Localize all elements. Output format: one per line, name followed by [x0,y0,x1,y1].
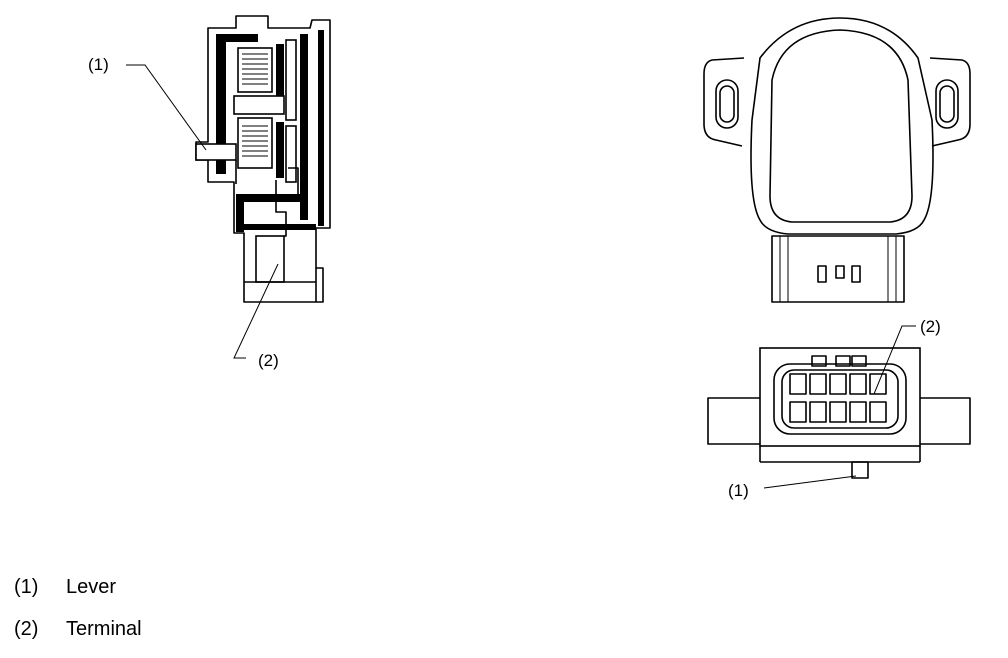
callout-connector-terminal: (2) [920,317,941,336]
sensor-connector-view [707,347,971,479]
side-terminal-leader-line [233,263,279,359]
legend-label: Terminal [66,618,142,640]
legend-item-terminal: (2) Terminal [14,617,142,641]
sensor-front-view [703,17,971,303]
sensor-diagram [126,15,971,489]
legend-label: Lever [66,576,117,598]
callout-connector-lever: (1) [728,481,749,500]
legend-number: (2) [14,618,39,640]
connector-lever-leader-line [763,475,857,489]
callout-side-lever: (1) [88,55,109,74]
callout-side-terminal: (2) [258,351,279,370]
legend-number: (1) [14,576,39,598]
side-lever-leader-line [126,64,207,151]
legend-item-lever: (1) Lever [14,575,116,599]
sensor-side-section-view [195,15,331,303]
connector-terminal-leader-line [873,325,916,395]
